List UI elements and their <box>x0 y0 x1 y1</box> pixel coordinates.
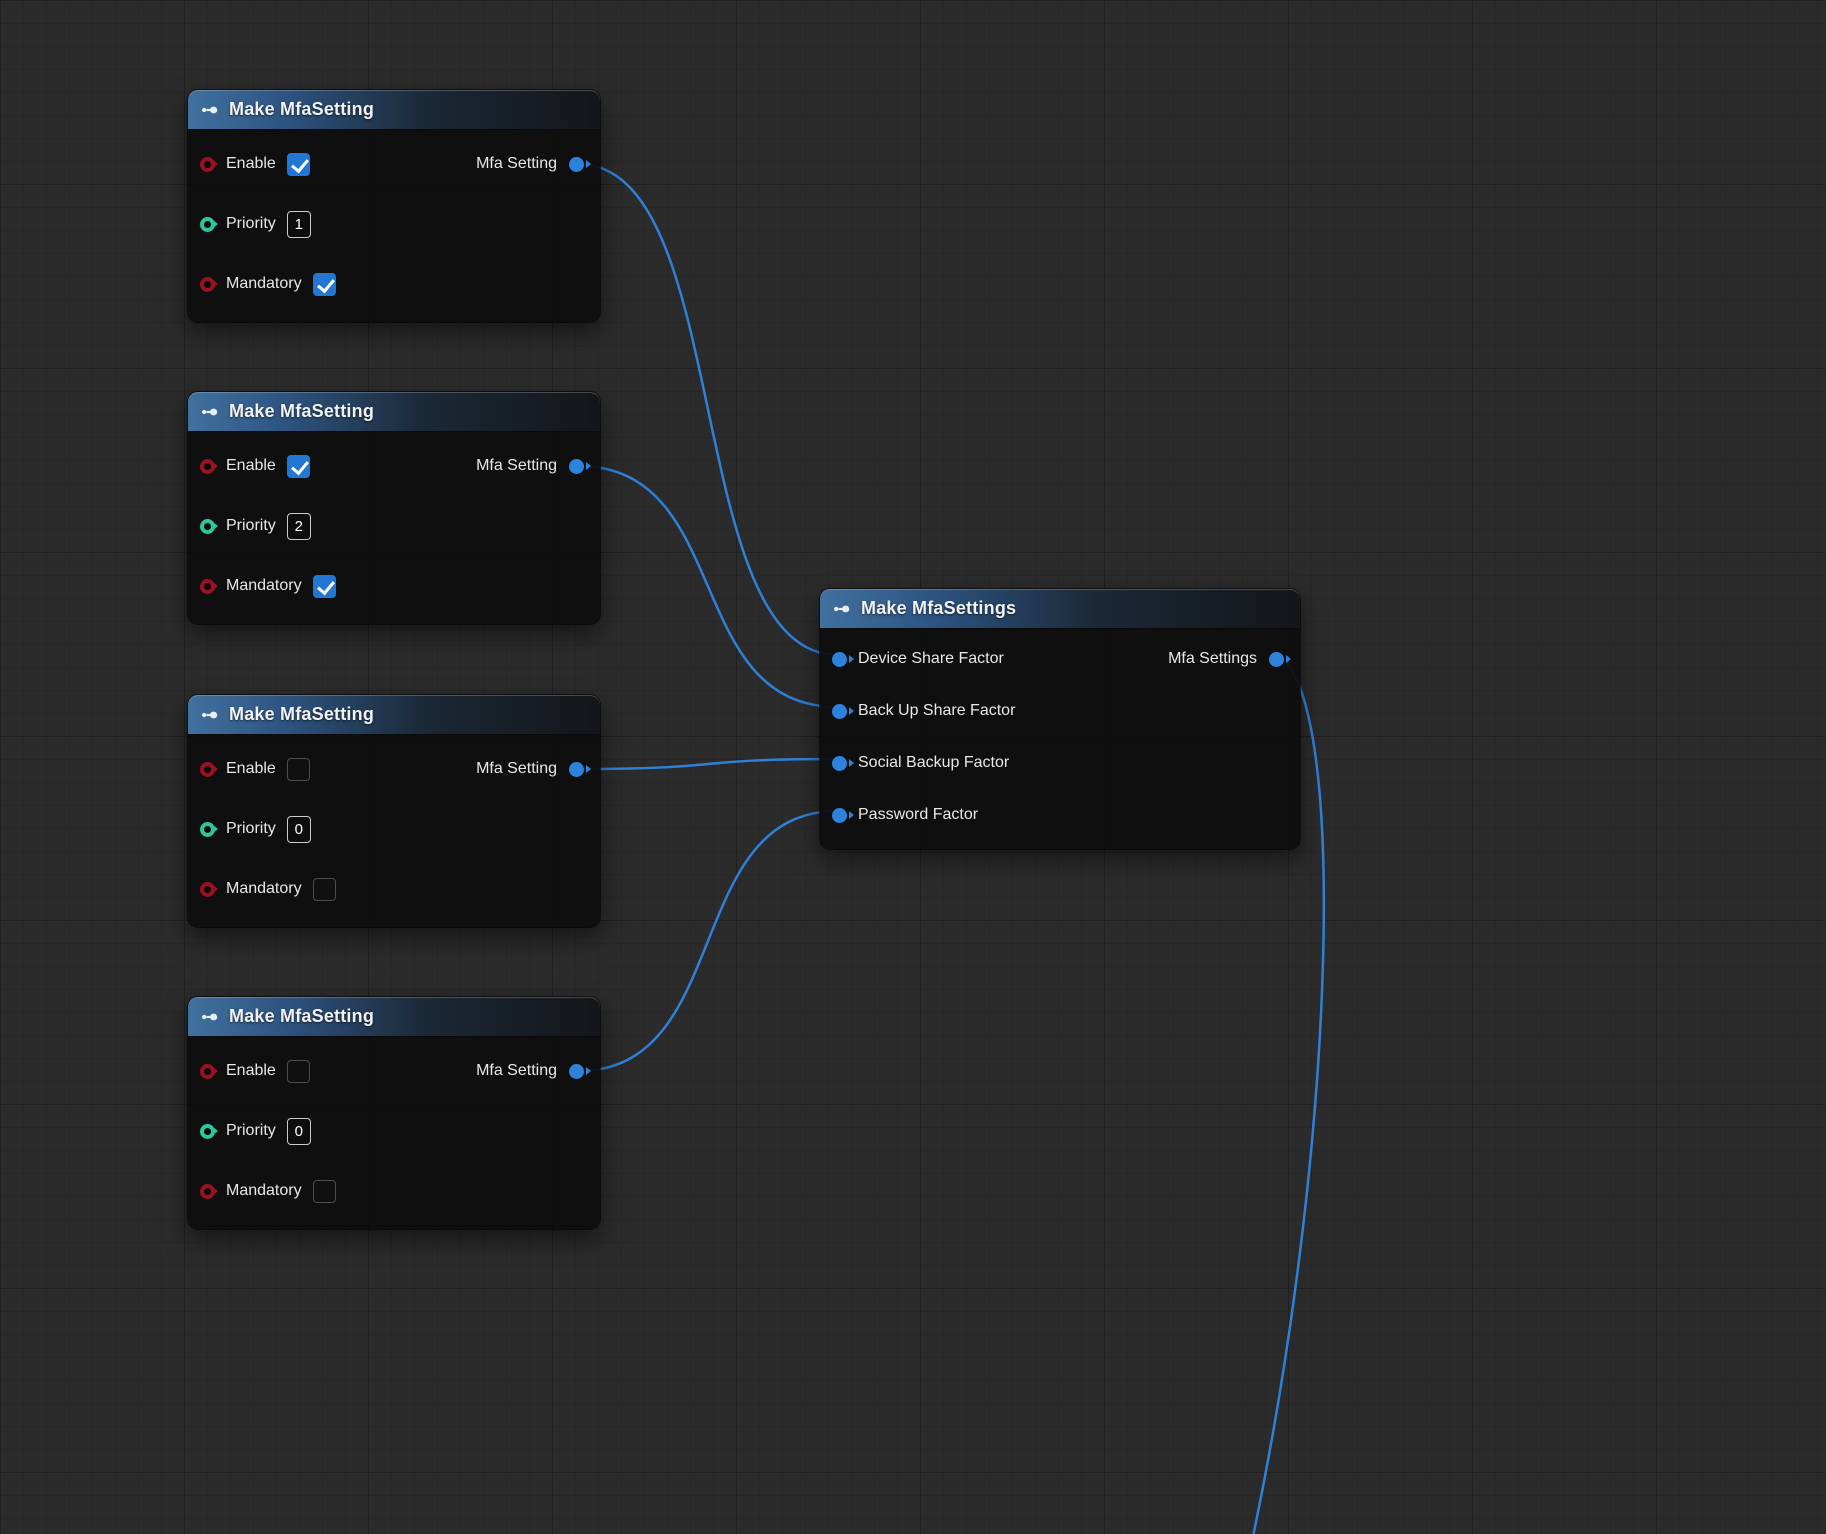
pin-row-mandatory: Mandatory <box>188 1161 600 1221</box>
output-pin-label: Mfa Setting <box>476 457 557 474</box>
struct-pin-mfa-setting-out[interactable] <box>569 156 584 172</box>
node-title: Make MfaSetting <box>229 704 375 724</box>
pin-label-enable: Enable <box>226 155 276 172</box>
node-make-mfasetting-2[interactable]: Make MfaSetting Enable Mfa Setting Prior… <box>188 392 600 624</box>
int-pin-priority[interactable] <box>200 518 215 534</box>
struct-pin-mfa-setting-out[interactable] <box>569 761 584 777</box>
bool-pin-enable[interactable] <box>200 458 215 474</box>
bool-pin-mandatory[interactable] <box>200 578 215 594</box>
node-title-bar[interactable]: Make MfaSetting <box>188 90 600 130</box>
node-title: Make MfaSetting <box>229 1006 375 1026</box>
wire-connection[interactable] <box>577 464 839 709</box>
node-title-bar[interactable]: Make MfaSetting <box>188 695 600 735</box>
pin-row-mandatory: Mandatory <box>188 859 600 919</box>
enable-checkbox[interactable] <box>286 454 310 478</box>
pin-label-password-factor: Password Factor <box>858 806 979 823</box>
wire-connection[interactable] <box>577 162 839 657</box>
pin-label-mandatory: Mandatory <box>226 1182 302 1199</box>
pin-label-priority: Priority <box>226 820 276 837</box>
node-title-bar[interactable]: Make MfaSettings <box>820 589 1300 629</box>
pin-row-enable: Enable Mfa Setting <box>188 739 600 799</box>
pin-label-enable: Enable <box>226 457 276 474</box>
struct-pin-social-backup-factor[interactable] <box>832 755 847 771</box>
node-title-bar[interactable]: Make MfaSetting <box>188 997 600 1037</box>
make-struct-icon <box>200 100 220 120</box>
struct-pin-mfa-settings-out[interactable] <box>1269 651 1284 667</box>
pin-row-social-backup-factor: Social Backup Factor <box>820 737 1300 789</box>
mandatory-checkbox[interactable] <box>312 877 336 901</box>
priority-input[interactable]: 1 <box>286 210 311 238</box>
pin-row-priority: Priority 2 <box>188 496 600 556</box>
node-make-mfasettings[interactable]: Make MfaSettings Device Share Factor Mfa… <box>820 589 1300 849</box>
pin-label-priority: Priority <box>226 517 276 534</box>
pin-row-password-factor: Password Factor <box>820 789 1300 841</box>
priority-input[interactable]: 2 <box>286 512 311 540</box>
priority-input[interactable]: 0 <box>286 815 311 843</box>
int-pin-priority[interactable] <box>200 821 215 837</box>
pin-row-enable: Enable Mfa Setting <box>188 436 600 496</box>
output-pin-label: Mfa Setting <box>476 155 557 172</box>
struct-pin-mfa-setting-out[interactable] <box>569 458 584 474</box>
bool-pin-enable[interactable] <box>200 761 215 777</box>
bool-pin-enable[interactable] <box>200 156 215 172</box>
pin-row-enable: Enable Mfa Setting <box>188 134 600 194</box>
enable-checkbox[interactable] <box>286 152 310 176</box>
wire-connection[interactable] <box>1248 653 1326 1534</box>
pin-row-mandatory: Mandatory <box>188 254 600 314</box>
pin-row-enable: Enable Mfa Setting <box>188 1041 600 1101</box>
bool-pin-mandatory[interactable] <box>200 276 215 292</box>
pin-row-mandatory: Mandatory <box>188 556 600 616</box>
pin-label-mandatory: Mandatory <box>226 880 302 897</box>
bool-pin-mandatory[interactable] <box>200 881 215 897</box>
pin-label-device-share-factor: Device Share Factor <box>858 650 1004 667</box>
enable-checkbox[interactable] <box>286 1059 310 1083</box>
priority-input[interactable]: 0 <box>286 1117 311 1145</box>
output-pin-label: Mfa Settings <box>1168 650 1257 667</box>
bool-pin-enable[interactable] <box>200 1063 215 1079</box>
pin-label-enable: Enable <box>226 1062 276 1079</box>
wire-connection[interactable] <box>577 809 839 1073</box>
make-struct-icon <box>832 599 852 619</box>
make-struct-icon <box>200 705 220 725</box>
output-pin-label: Mfa Setting <box>476 760 557 777</box>
struct-pin-password-factor[interactable] <box>832 807 847 823</box>
mandatory-checkbox[interactable] <box>312 574 336 598</box>
pin-row-device-share-factor: Device Share Factor Mfa Settings <box>820 633 1300 685</box>
node-title-bar[interactable]: Make MfaSetting <box>188 392 600 432</box>
pin-row-back-up-share-factor: Back Up Share Factor <box>820 685 1300 737</box>
struct-pin-device-share-factor[interactable] <box>832 651 847 667</box>
int-pin-priority[interactable] <box>200 1123 215 1139</box>
int-pin-priority[interactable] <box>200 216 215 232</box>
struct-pin-mfa-setting-out[interactable] <box>569 1063 584 1079</box>
pin-label-priority: Priority <box>226 215 276 232</box>
wire-connection[interactable] <box>577 757 839 771</box>
pin-row-priority: Priority 1 <box>188 194 600 254</box>
pin-label-priority: Priority <box>226 1122 276 1139</box>
output-pin-label: Mfa Setting <box>476 1062 557 1079</box>
pin-label-enable: Enable <box>226 760 276 777</box>
enable-checkbox[interactable] <box>286 757 310 781</box>
mandatory-checkbox[interactable] <box>312 272 336 296</box>
struct-pin-back-up-share-factor[interactable] <box>832 703 847 719</box>
pin-label-social-backup-factor: Social Backup Factor <box>858 754 1010 771</box>
mandatory-checkbox[interactable] <box>312 1179 336 1203</box>
bool-pin-mandatory[interactable] <box>200 1183 215 1199</box>
node-make-mfasetting-1[interactable]: Make MfaSetting Enable Mfa Setting Prior… <box>188 90 600 322</box>
make-struct-icon <box>200 402 220 422</box>
node-make-mfasetting-4[interactable]: Make MfaSetting Enable Mfa Setting Prior… <box>188 997 600 1229</box>
node-title: Make MfaSetting <box>229 401 375 421</box>
pin-label-mandatory: Mandatory <box>226 577 302 594</box>
make-struct-icon <box>200 1007 220 1027</box>
node-make-mfasetting-3[interactable]: Make MfaSetting Enable Mfa Setting Prior… <box>188 695 600 927</box>
node-title: Make MfaSettings <box>861 598 1017 618</box>
pin-label-mandatory: Mandatory <box>226 275 302 292</box>
pin-label-back-up-share-factor: Back Up Share Factor <box>858 702 1016 719</box>
pin-row-priority: Priority 0 <box>188 1101 600 1161</box>
node-title: Make MfaSetting <box>229 99 375 119</box>
pin-row-priority: Priority 0 <box>188 799 600 859</box>
